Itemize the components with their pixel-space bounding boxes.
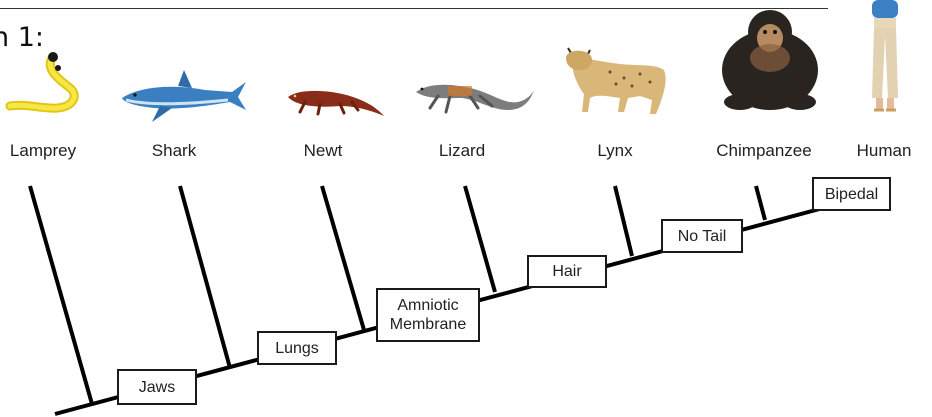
branch-shark <box>180 186 230 368</box>
branch-lynx <box>615 186 632 256</box>
branch-lizard <box>465 186 495 292</box>
trait-box-bipedal: Bipedal <box>812 177 891 211</box>
trait-box-hair: Hair <box>527 255 607 288</box>
branch-lamprey <box>30 186 92 404</box>
trait-box-no-tail: No Tail <box>661 219 743 253</box>
branch-chimpanzee <box>756 186 765 220</box>
trait-box-jaws: Jaws <box>117 369 197 405</box>
trait-box-amniotic-membrane: Amniotic Membrane <box>376 288 480 342</box>
trait-box-lungs: Lungs <box>257 331 337 365</box>
branch-newt <box>322 186 364 330</box>
